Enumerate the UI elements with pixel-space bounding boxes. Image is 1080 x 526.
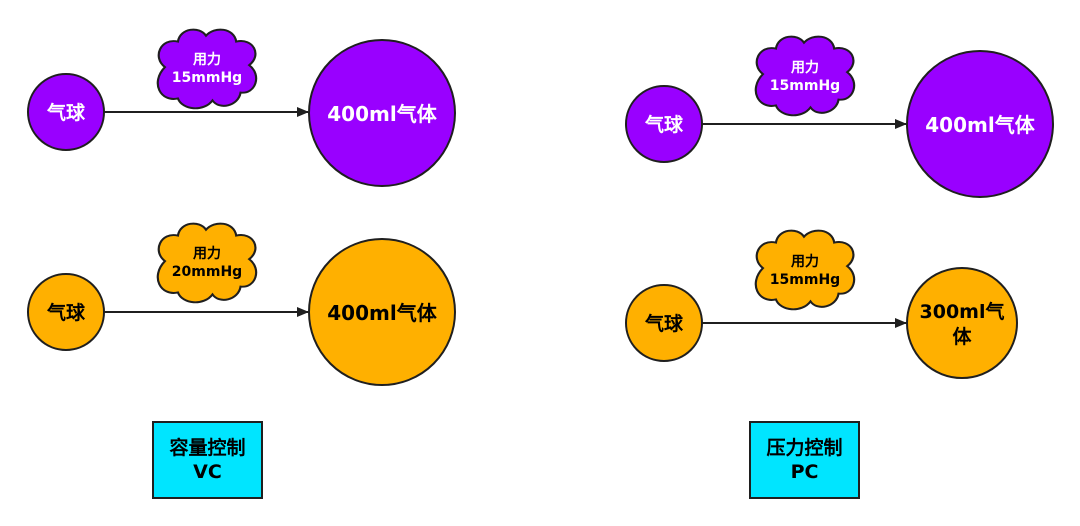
- vc-mode-abbr: VC: [193, 461, 222, 483]
- vc-row2-force-line1: 用力: [193, 245, 221, 262]
- vc-row2-force-line2: 20mmHg: [172, 264, 242, 280]
- pc-mode-title: 压力控制: [766, 437, 843, 459]
- pc-row1-result-label: 400ml气体: [925, 113, 1035, 137]
- pc-row1-balloon-label: 气球: [644, 113, 684, 136]
- vc-row2: 气球 用力 20mmHg 400ml气体: [27, 222, 456, 386]
- pc-row2-balloon-label: 气球: [644, 312, 684, 335]
- pc-row2-force-line2: 15mmHg: [770, 272, 840, 288]
- vc-row1-result-label: 400ml气体: [327, 102, 437, 126]
- vc-row2-result-label: 400ml气体: [327, 301, 437, 325]
- vc-row2-balloon: [27, 273, 105, 351]
- vc-row1-force-cloud: [156, 28, 258, 110]
- vc-row1-balloon-label: 气球: [46, 101, 86, 124]
- pc-row1: 气球 用力 15mmHg 400ml气体: [625, 35, 1054, 198]
- pc-row2-result-line2: 体: [952, 325, 972, 348]
- vc-row1-result: [308, 39, 456, 187]
- pc-row2-result-line1: 300ml气: [920, 300, 1005, 323]
- vc-mode-label: 容量控制 VC: [152, 421, 263, 499]
- vc-row2-result: [308, 238, 456, 386]
- vc-row1-force-line1: 用力: [193, 51, 221, 68]
- vc-row2-force-cloud: [156, 222, 258, 304]
- pc-row1-result: [906, 50, 1054, 198]
- pc-row1-balloon: [625, 85, 703, 163]
- vc-mode-title: 容量控制: [169, 437, 246, 459]
- pc-row2: 气球 用力 15mmHg 300ml气 体: [625, 229, 1018, 379]
- pc-row2-result: [906, 267, 1018, 379]
- vc-row1-balloon: [27, 73, 105, 151]
- pc-row1-force-line2: 15mmHg: [770, 78, 840, 94]
- pc-mode-abbr: PC: [790, 461, 819, 483]
- vc-row1: 气球 用力 15mmHg 400ml气体: [27, 28, 456, 187]
- pc-row2-balloon: [625, 284, 703, 362]
- vc-row2-balloon-label: 气球: [46, 301, 86, 324]
- pc-mode-label: 压力控制 PC: [749, 421, 860, 499]
- pc-row2-force-line1: 用力: [791, 253, 819, 270]
- pc-row1-force-line1: 用力: [791, 59, 819, 76]
- vc-row1-force-line2: 15mmHg: [172, 70, 242, 86]
